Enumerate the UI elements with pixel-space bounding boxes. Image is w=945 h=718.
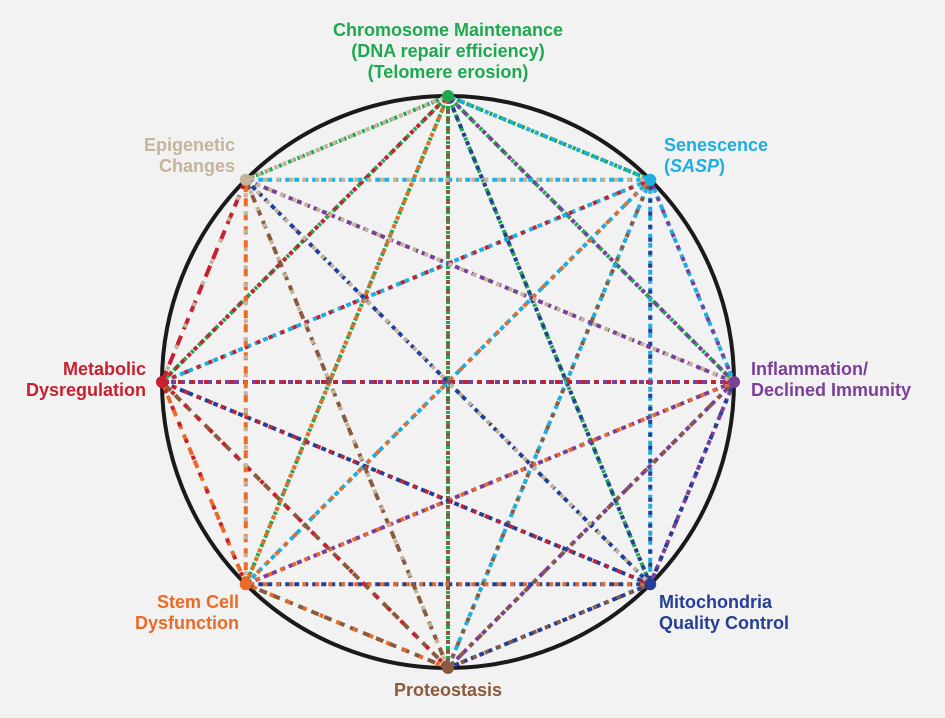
label-line: Chromosome Maintenance xyxy=(332,20,564,40)
edge-chromosome-epigenetic xyxy=(245,94,449,182)
label-stemcell: Stem Cell Dysfunction xyxy=(135,592,239,634)
edge-overlay-chromosome-mitochondria xyxy=(446,95,653,585)
label-epigenetic: Epigenetic Changes xyxy=(144,135,235,177)
node-proteostasis xyxy=(442,662,454,674)
node-inflammation xyxy=(728,376,740,388)
label-senescence: Senescence (SASP) xyxy=(664,135,768,177)
label-line: (Telomere erosion) xyxy=(367,62,529,82)
edge-inflammation-mitochondria xyxy=(648,381,736,585)
label-chromosome: Chromosome Maintenance (DNA repair effic… xyxy=(333,20,563,83)
label-line: Inflammation/ xyxy=(751,359,869,379)
label-line: Metabolic xyxy=(62,359,146,379)
label-line: Declined Immunity xyxy=(751,380,912,400)
label-mitochondria: Mitochondria Quality Control xyxy=(659,592,789,634)
edge-mitochondria-proteostasis xyxy=(447,582,651,670)
edge-overlay-mitochondria-epigenetic xyxy=(244,178,652,586)
label-line: Dysregulation xyxy=(25,380,146,400)
edge-overlay-chromosome-stemcell xyxy=(243,95,450,585)
label-line: Stem Cell xyxy=(156,592,239,612)
edge-proteostasis-epigenetic xyxy=(243,179,450,669)
edge-senescence-proteostasis xyxy=(446,179,653,669)
node-mitochondria xyxy=(644,578,657,591)
edge-proteostasis-stemcell xyxy=(245,582,449,670)
edge-chromosome-senescence xyxy=(447,94,651,182)
label-line: (SASP) xyxy=(664,156,726,176)
node-chromosome xyxy=(442,90,454,102)
edge-inflammation-epigenetic xyxy=(245,177,735,384)
edge-metabolic-epigenetic xyxy=(160,179,248,383)
node-senescence xyxy=(644,173,657,186)
edge-inflammation-stemcell xyxy=(245,380,735,587)
label-line: Epigenetic xyxy=(143,135,235,155)
label-inflammation: Inflammation/ Declined Immunity xyxy=(751,359,911,401)
edge-overlay-senescence-stemcell xyxy=(244,178,652,586)
edge-proteostasis-metabolic xyxy=(160,380,450,670)
label-line: Proteostasis xyxy=(393,680,503,700)
edge-chromosome-mitochondria xyxy=(446,95,653,585)
label-line: (DNA repair efficiency) xyxy=(351,41,545,61)
label-line: Dysfunction xyxy=(134,613,239,633)
edge-stemcell-metabolic xyxy=(160,381,248,585)
label-proteostasis: Proteostasis xyxy=(394,680,502,701)
label-line: Mitochondria xyxy=(659,592,772,612)
label-metabolic: Metabolic Dysregulation xyxy=(26,359,146,401)
edge-overlay-metabolic-epigenetic xyxy=(160,179,248,383)
edge-mitochondria-metabolic xyxy=(161,380,651,587)
edge-senescence-inflammation xyxy=(648,179,736,383)
edge-overlay-proteostasis-epigenetic xyxy=(243,179,450,669)
node-epigenetic xyxy=(239,173,252,186)
label-line: Changes xyxy=(158,156,235,176)
edge-chromosome-stemcell xyxy=(243,95,450,585)
edge-senescence-metabolic xyxy=(161,177,651,384)
label-line: Senescence xyxy=(664,135,769,155)
node-metabolic xyxy=(156,376,168,388)
label-line: Quality Control xyxy=(659,613,789,633)
node-stemcell xyxy=(239,578,252,591)
